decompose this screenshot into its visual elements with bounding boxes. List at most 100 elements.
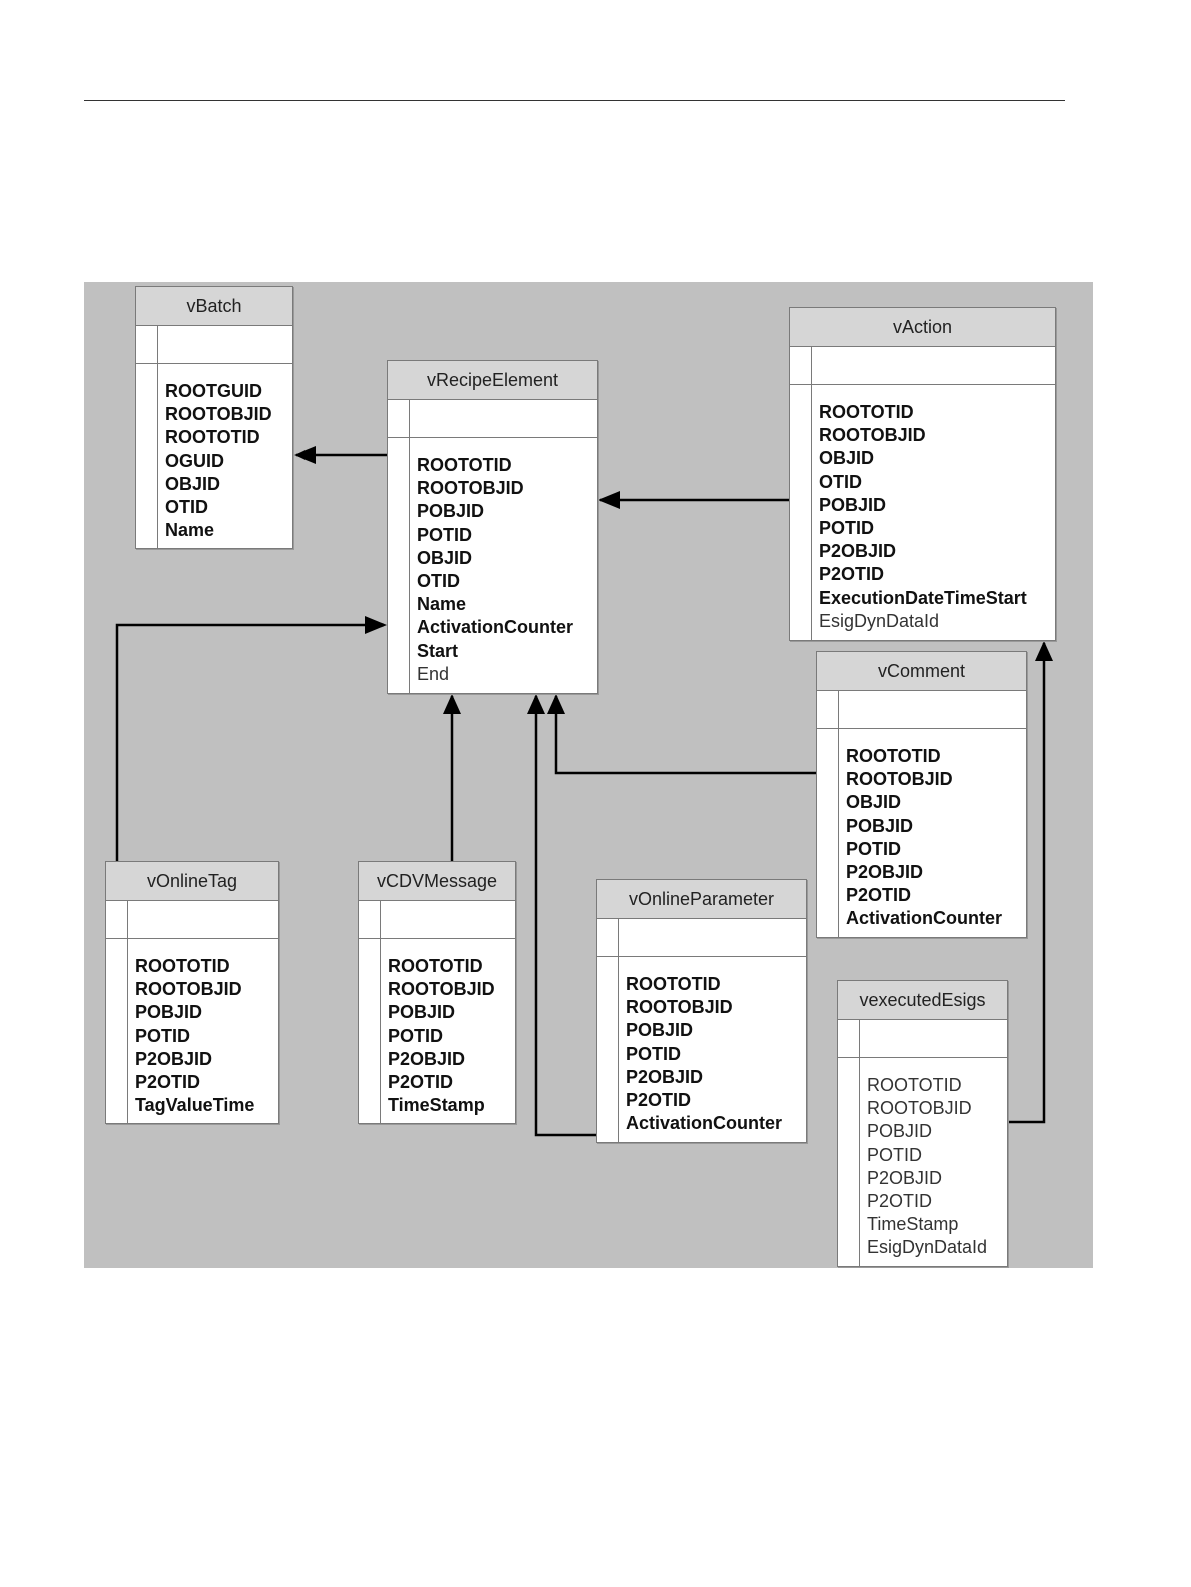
table-field: POBJID <box>846 815 914 836</box>
table-title: vCDVMessage <box>359 862 515 901</box>
table-field: POBJID <box>867 1121 933 1142</box>
header-rule <box>84 100 1065 101</box>
table-field: ROOTOBJID <box>819 425 926 446</box>
primary-key-row <box>790 347 1055 385</box>
table-field: P2OBJID <box>135 1048 213 1069</box>
table-field: ROOTOBJID <box>626 997 733 1018</box>
table-field: P2OBJID <box>388 1048 466 1069</box>
table-field: OBJID <box>417 547 473 568</box>
table-title: vOnlineParameter <box>597 880 806 919</box>
table-field: Start <box>417 640 459 661</box>
table-field: ROOTOBJID <box>135 979 242 1000</box>
table-field: P2OTID <box>388 1072 454 1093</box>
table-field: POTID <box>626 1043 682 1064</box>
table-field: EsigDynDataId <box>819 610 940 631</box>
table-field: POTID <box>819 518 875 539</box>
table-field: P2OTID <box>846 885 912 906</box>
table-field: TagValueTime <box>135 1095 255 1116</box>
table-field: OTID <box>819 471 862 492</box>
table-field: ROOTOTID <box>819 402 914 422</box>
table-field: ROOTGUID <box>165 381 262 401</box>
table-field: TimeStamp <box>867 1214 959 1235</box>
table-field: EsigDynDataId <box>867 1237 988 1258</box>
table-field: POBJID <box>135 1002 203 1023</box>
table-field: ROOTOBJID <box>417 478 524 499</box>
primary-key-row <box>136 326 292 364</box>
table-field: POTID <box>388 1025 444 1046</box>
table-field: P2OBJID <box>867 1167 943 1188</box>
table-field: ExecutionDateTimeStart <box>819 587 1027 608</box>
table-field: P2OTID <box>867 1191 933 1212</box>
primary-key-row <box>817 691 1026 729</box>
table-field: End <box>417 663 450 684</box>
table-field: P2OTID <box>135 1072 201 1093</box>
table-field: OGUID <box>165 450 225 471</box>
table-field: ROOTOTID <box>626 974 721 994</box>
primary-key-row <box>597 919 806 957</box>
row-selector-gutter <box>838 690 839 937</box>
table-field: P2OTID <box>819 564 885 585</box>
primary-key-row <box>359 901 515 939</box>
table-field: Name <box>417 594 467 615</box>
table-field: ROOTOTID <box>867 1075 962 1095</box>
table-field: POTID <box>417 524 473 545</box>
table-title: vexecutedEsigs <box>838 981 1007 1020</box>
row-selector-gutter <box>380 900 381 1123</box>
table-field: ActivationCounter <box>846 908 1003 929</box>
table-field: P2OTID <box>626 1090 692 1111</box>
table-title: vAction <box>790 308 1055 347</box>
table-field: OTID <box>165 497 208 518</box>
table-title: vComment <box>817 652 1026 691</box>
table-field: OBJID <box>846 792 902 813</box>
table-field: P2OBJID <box>819 541 897 562</box>
primary-key-row <box>838 1020 1007 1058</box>
table-field: ROOTOBJID <box>867 1098 972 1119</box>
table-field: P2OBJID <box>626 1066 704 1087</box>
table-field: POTID <box>867 1144 923 1165</box>
table-title: vBatch <box>136 287 292 326</box>
table-field: POBJID <box>626 1020 694 1041</box>
table-title: vOnlineTag <box>106 862 278 901</box>
row-selector-gutter <box>409 399 410 693</box>
table-title: vRecipeElement <box>388 361 597 400</box>
primary-key-row <box>388 400 597 438</box>
table-field: OTID <box>417 571 460 592</box>
table-field: ROOTOTID <box>846 746 941 766</box>
table-field: POBJID <box>417 501 485 522</box>
table-field: ActivationCounter <box>626 1113 783 1134</box>
table-field: ROOTOBJID <box>165 404 272 425</box>
row-selector-gutter <box>859 1019 860 1266</box>
table-field: OBJID <box>819 448 875 469</box>
table-field: POTID <box>846 838 902 859</box>
table-field: TimeStamp <box>388 1095 485 1116</box>
row-selector-gutter <box>811 346 812 640</box>
table-field: P2OBJID <box>846 862 924 883</box>
table-field: POTID <box>135 1025 191 1046</box>
table-field: ROOTOBJID <box>846 769 953 790</box>
row-selector-gutter <box>157 325 158 548</box>
table-field: Name <box>165 520 215 541</box>
table-field: ROOTOTID <box>165 427 260 448</box>
table-field: ROOTOTID <box>135 956 230 976</box>
primary-key-row <box>106 901 278 939</box>
table-field: ActivationCounter <box>417 617 574 638</box>
table-field: POBJID <box>819 494 887 515</box>
table-field: ROOTOBJID <box>388 979 495 1000</box>
table-field: POBJID <box>388 1002 456 1023</box>
table-field: ROOTOTID <box>417 455 512 475</box>
